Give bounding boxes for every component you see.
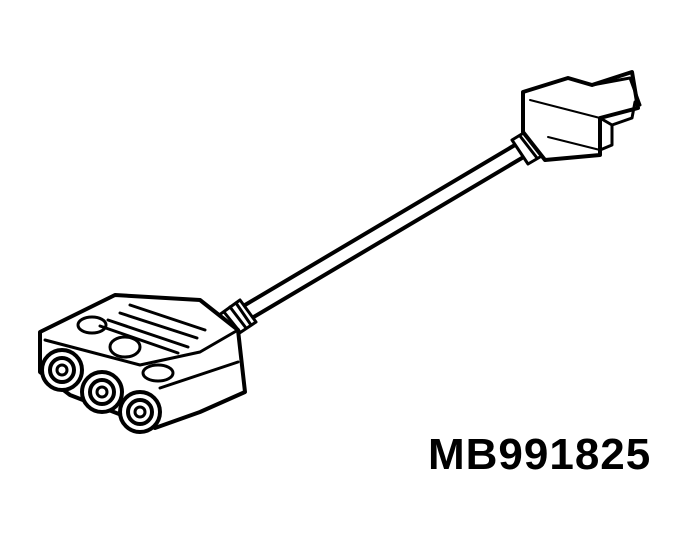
- part-number-label: MB991825: [428, 430, 652, 479]
- terminal-2: [80, 370, 124, 414]
- terminal-1: [40, 348, 84, 392]
- terminal-3: [118, 390, 162, 434]
- cable: [243, 140, 529, 320]
- square-connector: [521, 70, 642, 162]
